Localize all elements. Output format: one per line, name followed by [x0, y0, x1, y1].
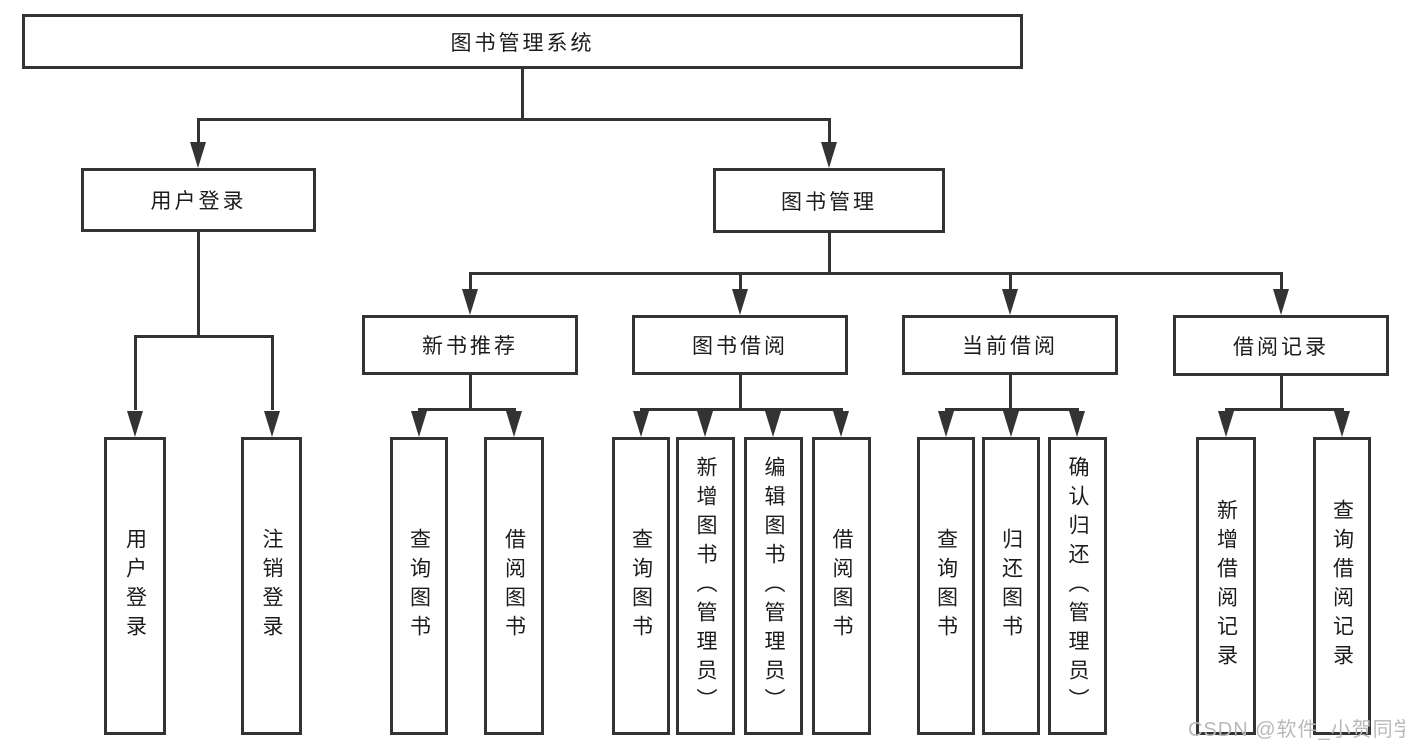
node-new-book-recommend: 新书推荐: [362, 315, 578, 375]
connector-book-borrow-rail: [640, 408, 843, 411]
leaf-add-book-admin: 新增图书（管理员）: [676, 437, 735, 735]
arrow-down-icon: [1273, 289, 1289, 315]
node-current-borrow: 当前借阅: [902, 315, 1118, 375]
arrow-down-icon: [765, 411, 781, 437]
connector-new-book-rail: [418, 408, 516, 411]
leaf-add-borrow-record: 新增借阅记录: [1196, 437, 1256, 735]
arrow-down-icon: [127, 411, 143, 437]
connector-borrow-record-stem: [1280, 375, 1283, 408]
arrow-down-icon: [938, 411, 954, 437]
arrow-down-icon: [506, 411, 522, 437]
leaf-confirm-return-admin: 确认归还（管理员）: [1048, 437, 1107, 735]
connector-level3-rail: [469, 272, 1283, 275]
connector-drop-level3: [1009, 272, 1012, 292]
csdn-watermark: CSDN @软件_小贺同学: [1188, 719, 1405, 741]
arrow-down-icon: [462, 289, 478, 315]
connector-drop-leaf: [271, 335, 274, 410]
arrow-down-icon: [1002, 289, 1018, 315]
leaf-edit-book-admin: 编辑图书（管理员）: [744, 437, 803, 735]
connector-drop-book-mgmt: [828, 118, 831, 146]
connector-drop-level3: [739, 272, 742, 292]
connector-drop-user-login: [197, 118, 200, 146]
node-borrow-record: 借阅记录: [1173, 315, 1389, 376]
leaf-borrow-book: 借阅图书: [812, 437, 871, 735]
leaf-query-book-current: 查询图书: [917, 437, 975, 735]
connector-user-login-rail: [134, 335, 274, 338]
connector-current-borrow-stem: [1009, 375, 1012, 408]
arrow-down-icon: [1003, 411, 1019, 437]
arrow-down-icon: [190, 142, 206, 168]
arrow-down-icon: [1334, 411, 1350, 437]
connector-user-login-stem: [197, 232, 200, 335]
leaf-query-borrow-record: 查询借阅记录: [1313, 437, 1371, 735]
connector-new-book-stem: [469, 375, 472, 408]
arrow-down-icon: [633, 411, 649, 437]
leaf-query-book-recommend: 查询图书: [390, 437, 448, 735]
arrow-down-icon: [833, 411, 849, 437]
leaf-query-book-borrow: 查询图书: [612, 437, 670, 735]
arrow-down-icon: [697, 411, 713, 437]
arrow-down-icon: [1069, 411, 1085, 437]
leaf-user-login: 用户登录: [104, 437, 166, 735]
node-book-management: 图书管理: [713, 168, 945, 233]
node-user-login: 用户登录: [81, 168, 316, 232]
arrow-down-icon: [411, 411, 427, 437]
connector-root-stem: [521, 68, 524, 118]
leaf-logout: 注销登录: [241, 437, 302, 735]
connector-book-mgmt-stem: [828, 233, 831, 272]
connector-drop-level3: [1280, 272, 1283, 292]
leaf-return-book: 归还图书: [982, 437, 1040, 735]
arrow-down-icon: [732, 289, 748, 315]
connector-borrow-record-rail: [1225, 408, 1344, 411]
arrow-down-icon: [1218, 411, 1234, 437]
connector-level2-rail: [197, 118, 831, 121]
arrow-down-icon: [264, 411, 280, 437]
node-book-borrow: 图书借阅: [632, 315, 848, 375]
node-root: 图书管理系统: [22, 14, 1023, 69]
connector-drop-level3: [469, 272, 472, 292]
arrow-down-icon: [821, 142, 837, 168]
connector-book-borrow-stem: [739, 375, 742, 408]
connector-drop-leaf: [134, 335, 137, 410]
leaf-borrow-book-recommend: 借阅图书: [484, 437, 544, 735]
